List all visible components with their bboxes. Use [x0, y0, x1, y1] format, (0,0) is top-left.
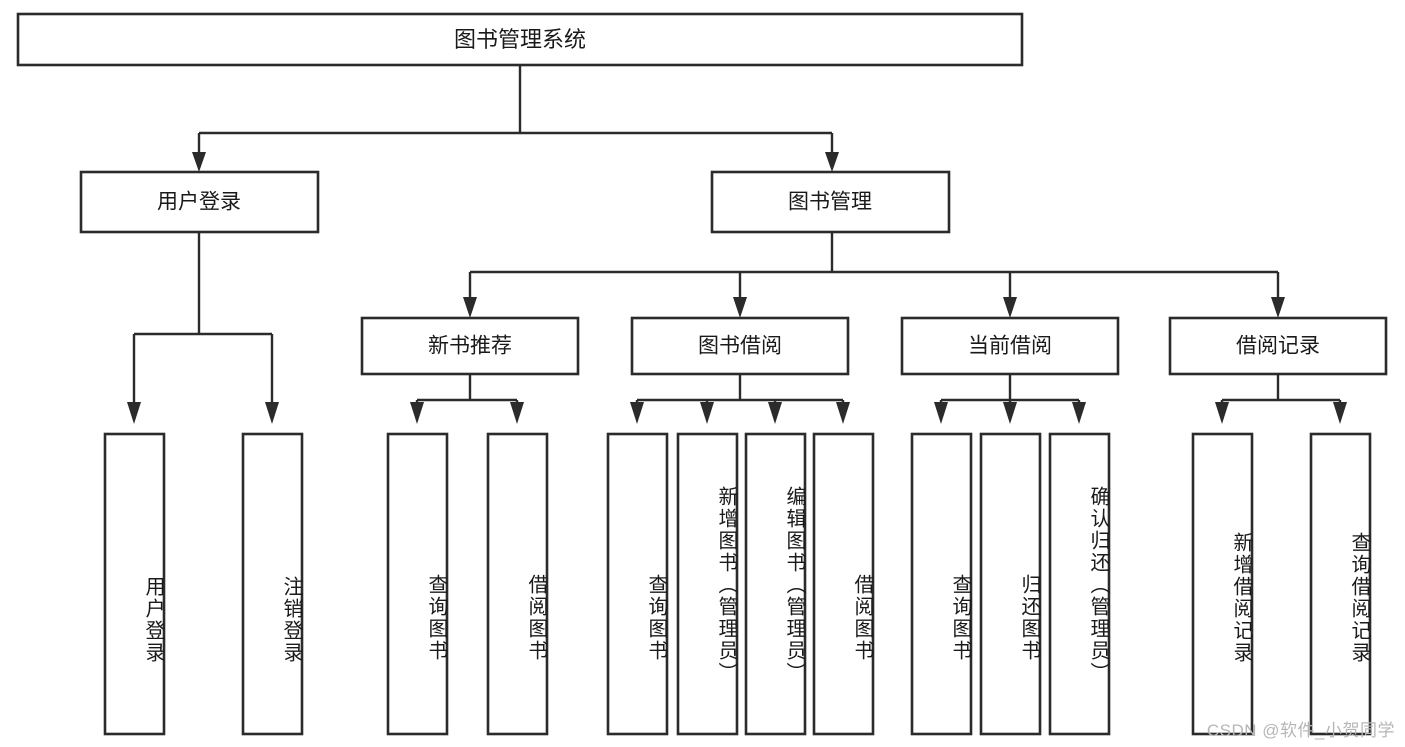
node-book-management[interactable]: 图书管理	[710, 170, 951, 234]
node-root[interactable]: 图书管理系统	[16, 12, 1024, 67]
node-leaf-confirm-return[interactable]	[1048, 432, 1111, 736]
node-leaf-borrow-book-1[interactable]	[486, 432, 549, 736]
node-new-book-recommend[interactable]: 新书推荐	[360, 316, 580, 376]
node-user-login[interactable]: 用户登录	[79, 170, 320, 234]
node-leaf-logout-login[interactable]	[241, 432, 304, 736]
node-book-borrow-label: 图书借阅	[698, 335, 782, 358]
node-leaf-query-record[interactable]	[1309, 432, 1372, 736]
node-leaf-query-book-2[interactable]	[606, 432, 669, 736]
node-borrow-record-label: 借阅记录	[1236, 335, 1320, 358]
connector-currentborrow-to-leaves	[934, 374, 1086, 424]
node-leaf-edit-book[interactable]	[744, 432, 807, 736]
node-leaf-query-book-1[interactable]	[386, 432, 449, 736]
node-book-management-label: 图书管理	[788, 191, 872, 214]
node-leaf-add-record[interactable]	[1191, 432, 1254, 736]
node-leaf-add-book[interactable]	[676, 432, 739, 736]
node-current-borrow[interactable]: 当前借阅	[900, 316, 1120, 376]
connector-bookborrow-to-leaves	[630, 374, 850, 424]
node-current-borrow-label: 当前借阅	[968, 335, 1052, 358]
node-leaf-return-book[interactable]	[979, 432, 1042, 736]
connector-newbook-to-leaves	[410, 374, 524, 424]
connector-borrowrecord-to-leaves	[1215, 374, 1347, 424]
node-leaf-user-login[interactable]	[103, 432, 166, 736]
node-book-borrow[interactable]: 图书借阅	[630, 316, 850, 376]
csdn-watermark: CSDN @软件_小贺同学	[1206, 721, 1395, 740]
node-root-label: 图书管理系统	[454, 27, 586, 52]
connector-root-to-level1	[192, 65, 839, 172]
node-borrow-record[interactable]: 借阅记录	[1168, 316, 1388, 376]
node-leaf-borrow-book-2[interactable]	[812, 432, 875, 736]
node-new-book-recommend-label: 新书推荐	[428, 335, 512, 358]
connector-userlogin-to-leaves	[127, 232, 279, 424]
connector-bookmgmt-to-level2	[463, 232, 1285, 318]
node-leaf-query-book-3[interactable]	[910, 432, 973, 736]
node-user-login-label: 用户登录	[157, 191, 241, 214]
